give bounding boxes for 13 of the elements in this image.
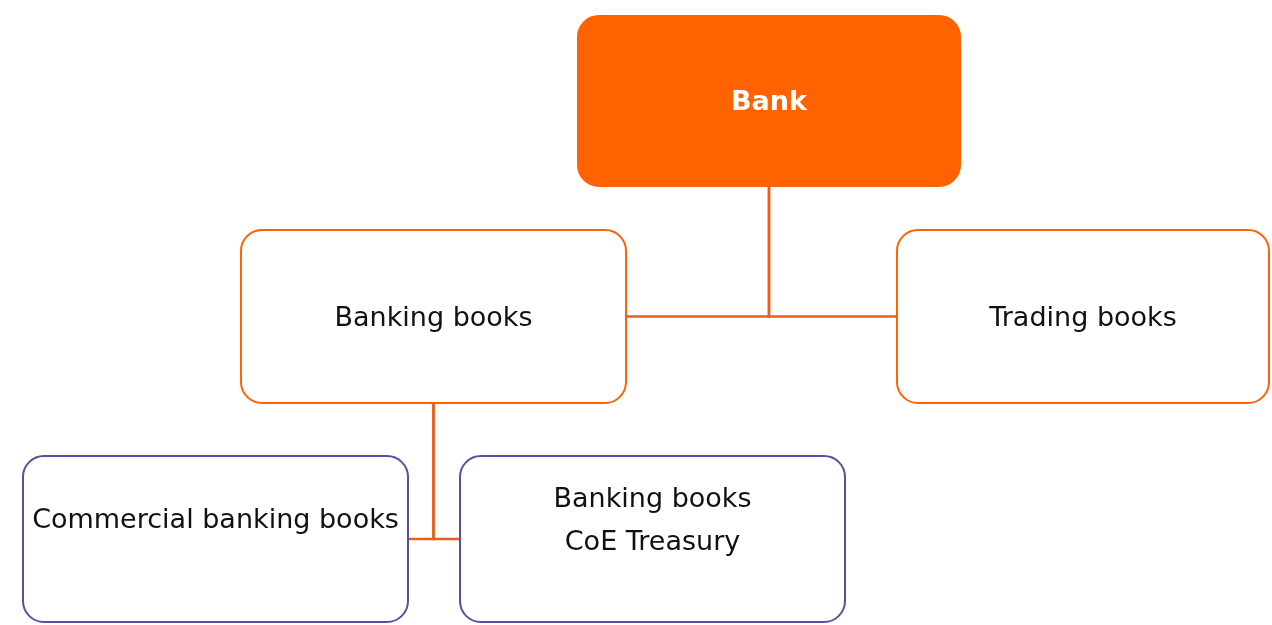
box-label: Banking books [553,480,752,515]
box-label: CoE Treasury [564,524,741,558]
root-box [577,15,961,187]
box-label: Commercial banking books [32,502,399,537]
connector-line [432,404,459,541]
box-label: Banking books [334,299,533,334]
category-box [240,229,627,404]
connector-line [767,187,896,318]
box-label: Bank [731,84,807,119]
box-label: Trading books [989,299,1177,334]
category-box [22,455,409,623]
category-box [459,455,846,623]
category-box [896,229,1270,404]
